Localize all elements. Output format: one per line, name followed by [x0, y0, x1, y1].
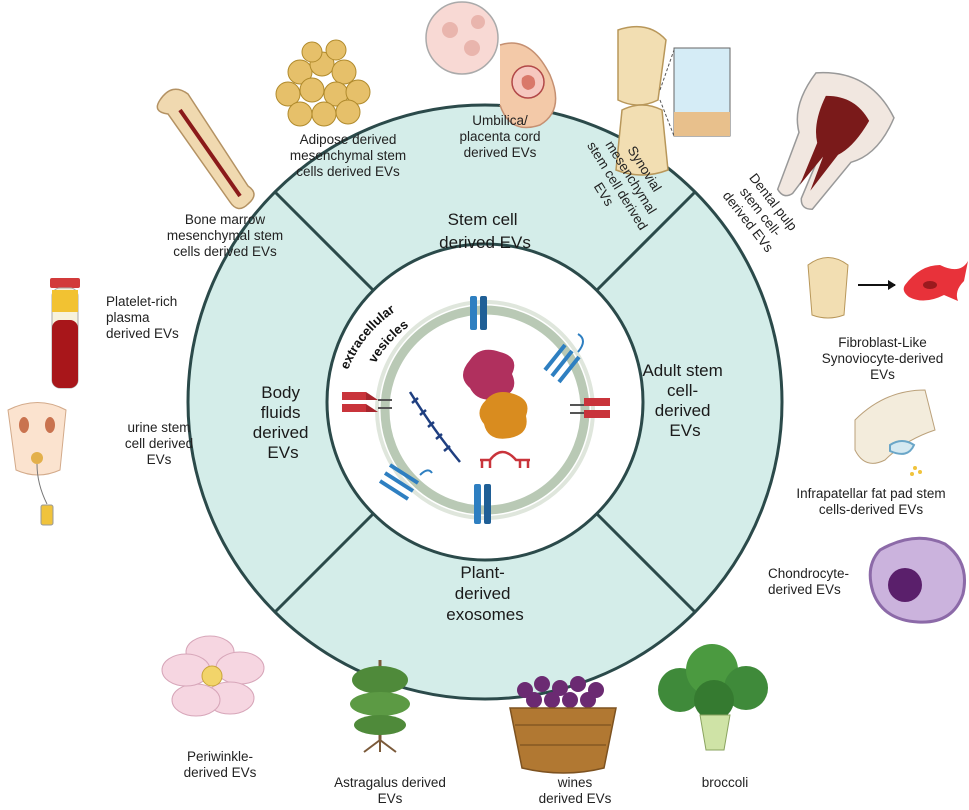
tooth-icon: [776, 71, 895, 211]
protein-magenta-icon: [463, 349, 515, 400]
periwinkle-label: Periwinkle- derived EVs: [183, 749, 257, 780]
receptor-coil-left-icon: [378, 463, 433, 501]
sector-bottom-label: Plant- derived exosomes: [446, 563, 523, 624]
urine-label: urine stem cell derived EVs: [124, 420, 194, 467]
divider-se: [595, 512, 697, 614]
rna-strand-icon: [408, 391, 461, 463]
receptor-bottom-icon: [474, 484, 491, 524]
chondrocyte-cell-icon: [868, 536, 966, 624]
protein-orange-icon: [479, 392, 528, 439]
wines-label: wines derived EVs: [538, 775, 612, 806]
blood-tube-icon: [50, 278, 80, 389]
receptor-red-right-icon: [570, 398, 610, 418]
receptor-coil-right-icon: [543, 333, 584, 384]
fetus-icon: [425, 1, 557, 129]
bone-icon: [156, 88, 255, 210]
broccoli-icon: [658, 644, 768, 751]
sector-left-label: Body fluids derived EVs: [253, 383, 314, 462]
urinary-system-icon: [7, 402, 67, 526]
rna-red-icon: [480, 450, 530, 468]
bone-marrow-label: Bone marrow mesenchymal stem cells deriv…: [166, 212, 284, 259]
adipose-label: Adipose derived mesenchymal stem cells d…: [289, 132, 407, 179]
sector-right-label: Adult stem cell- derived EVs: [642, 361, 727, 440]
divider-nw: [273, 190, 375, 292]
plant-icon: [350, 660, 410, 753]
platelet-label: Platelet-rich plasma derived EVs: [106, 294, 179, 341]
knee-fat-pad-icon: [854, 389, 936, 476]
fibroblast-label: Fibroblast-Like Synoviocyte-derived EVs: [821, 335, 944, 382]
broccoli-label: broccoli: [701, 775, 749, 790]
knee-joint-icon: [615, 25, 731, 176]
fibroblast-cell-icon: [807, 257, 968, 319]
adipose-cells-icon: [275, 39, 371, 127]
divider-sw: [273, 512, 375, 614]
receptor-red-left-icon: [342, 392, 392, 412]
astragalus-label: Astragalus derived EVs: [334, 775, 446, 806]
infrapatellar-label: Infrapatellar fat pad stem cells-derived…: [796, 486, 946, 517]
chondrocyte-label: Chondrocyte- derived EVs: [768, 566, 850, 597]
receptor-top-icon: [470, 296, 487, 330]
sector-top-label: Stem cell derived EVs: [439, 210, 531, 252]
grape-basket-icon: [509, 676, 617, 774]
umbilical-label: Umbilica/ placenta cord derived EVs: [459, 113, 541, 160]
flower-icon: [161, 635, 265, 717]
divider-ne: [595, 190, 697, 292]
